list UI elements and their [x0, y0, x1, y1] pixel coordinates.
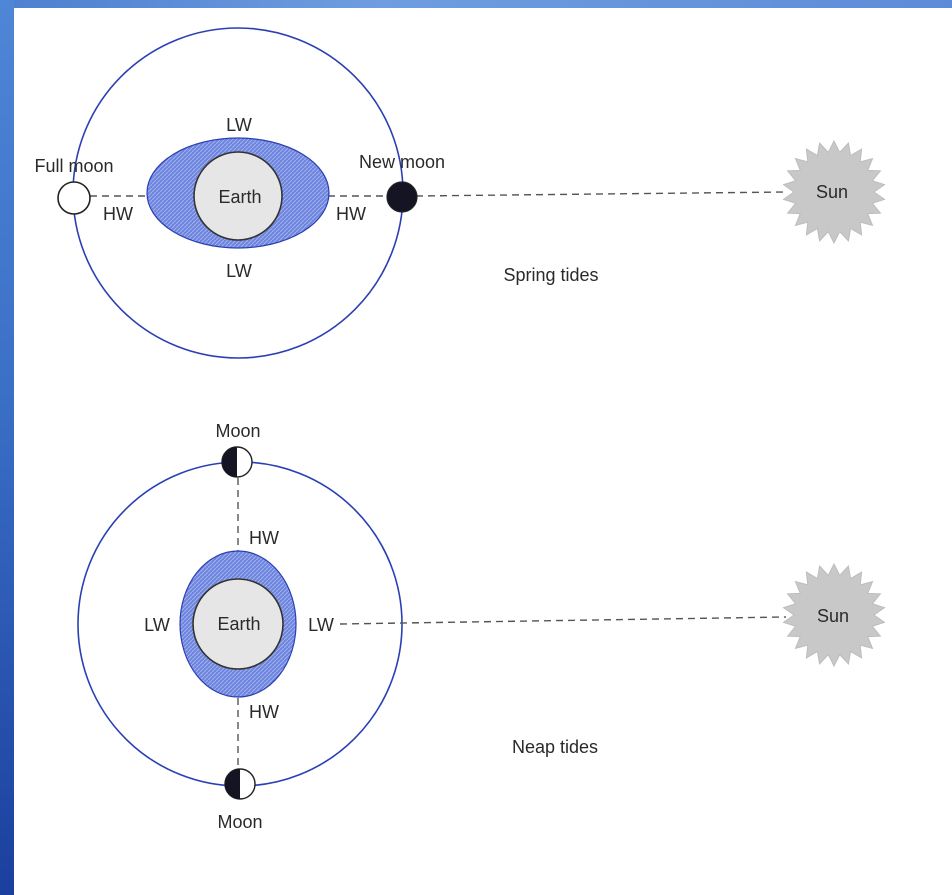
spring-earth: [193, 151, 283, 241]
spring-tides-group: Earth LW LW HW HW Full moon New moon Sun…: [34, 27, 886, 359]
neap-hw-bottom-label: HW: [249, 702, 279, 722]
spring-sun-alignment-line: [415, 191, 787, 197]
spring-lw-bottom-label: LW: [226, 261, 252, 281]
neap-sun-alignment-line: [339, 616, 787, 625]
moon-top-icon: [221, 446, 253, 478]
moon-top-label: Moon: [215, 421, 260, 441]
spring-lw-top-label: LW: [226, 115, 252, 135]
neap-tides-caption: Neap tides: [512, 737, 598, 757]
full-moon-icon: [57, 181, 91, 215]
neap-hw-top-label: HW: [249, 528, 279, 548]
full-moon-label: Full moon: [34, 156, 113, 176]
new-moon-label: New moon: [359, 152, 445, 172]
neap-earth: [192, 578, 284, 670]
new-moon-icon: [386, 181, 418, 213]
spring-earth-label: Earth: [218, 187, 261, 207]
spring-hw-right-label: HW: [336, 204, 366, 224]
slide-top-border: [0, 0, 952, 8]
slide-left-border: [0, 0, 14, 895]
neap-earth-label: Earth: [217, 614, 260, 634]
neap-sun-label: Sun: [817, 606, 849, 626]
neap-lw-right-label: LW: [308, 615, 334, 635]
neap-lw-left-label: LW: [144, 615, 170, 635]
spring-hw-left-label: HW: [103, 204, 133, 224]
moon-bottom-label: Moon: [217, 812, 262, 832]
neap-sun-icon: [782, 562, 886, 668]
neap-tides-group: Earth HW HW LW LW Moon Moon Sun Neap tid…: [77, 421, 886, 832]
moon-bottom-icon: [224, 768, 256, 800]
spring-sun-label: Sun: [816, 182, 848, 202]
spring-tides-caption: Spring tides: [503, 265, 598, 285]
spring-sun-icon: [782, 139, 886, 245]
